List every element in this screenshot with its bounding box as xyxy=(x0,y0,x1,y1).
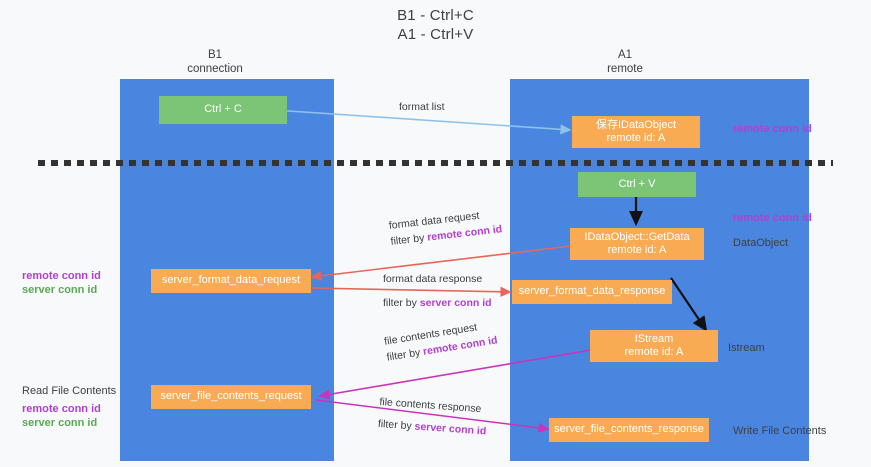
edge-label-fcresp-key: server conn id xyxy=(414,420,487,438)
node-file-req-label: server_file_contents_request xyxy=(160,390,302,403)
edge-label-format-list-line1: format list xyxy=(399,101,445,113)
annotation-dataobject-text: DataObject xyxy=(733,237,789,249)
annotation-right-remote-conn-id-top: remote conn id xyxy=(733,122,812,136)
edge-label-fdresp-prefix: filter by xyxy=(383,297,420,309)
edge-label-fdresp-line2: filter by server conn id xyxy=(383,295,492,311)
annotation-istream: Istream xyxy=(728,341,765,355)
edge-label-fdresp-key: server conn id xyxy=(419,297,492,309)
annotation-right-top-text: remote conn id xyxy=(733,123,812,135)
annotation-istream-text: Istream xyxy=(728,342,765,354)
edge-format-data-request xyxy=(310,245,572,281)
node-server-file-contents-response[interactable]: server_file_contents_response xyxy=(549,418,709,442)
annotation-right-remote-conn-id-mid: remote conn id xyxy=(733,211,812,225)
column-a1-name: A1 xyxy=(617,49,633,61)
annotation-left-server-conn-id-2: server conn id xyxy=(22,417,98,429)
node-server-format-data-request[interactable]: server_format_data_request xyxy=(151,269,311,293)
annotation-left-server-conn-id: server conn id xyxy=(22,284,98,296)
page-title: B1 - Ctrl+C A1 - Ctrl+V xyxy=(0,6,871,44)
edge-label-file-contents-response: file contents response filter by server … xyxy=(377,394,488,439)
annotation-left-conn-ids-2: remote conn id server conn id xyxy=(22,402,101,430)
node-server-format-data-response[interactable]: server_format_data_response xyxy=(512,280,672,304)
column-header-b1: B1 connection xyxy=(135,49,295,76)
annotation-right-mid-text: remote conn id xyxy=(733,212,812,224)
node-getdata-title: IDataObject::GetData xyxy=(584,230,690,243)
column-header-a1: A1 remote xyxy=(545,49,705,76)
node-istream-sub: remote id: A xyxy=(624,346,684,358)
node-idataobject-getdata[interactable]: IDataObject::GetData remote id: A xyxy=(570,228,704,260)
edge-format-list xyxy=(273,109,572,135)
edge-label-format-list: format list xyxy=(399,99,445,115)
column-b1-name: B1 xyxy=(207,49,223,61)
phase-divider xyxy=(38,160,833,166)
node-server-file-contents-request[interactable]: server_file_contents_request xyxy=(151,385,311,409)
node-save-idataobject[interactable]: 保存IDataObject remote id: A xyxy=(572,116,700,148)
annotation-left-conn-ids: remote conn id server conn id xyxy=(22,269,101,297)
node-fmt-resp-label: server_format_data_response xyxy=(518,285,666,298)
annotation-write-file-contents: Write File Contents xyxy=(733,424,826,438)
edge-file-contents-response xyxy=(315,399,550,433)
annotation-left-remote-conn-id-2: remote conn id xyxy=(22,403,101,415)
edge-label-format-data-response: format data response filter by server co… xyxy=(383,271,492,311)
title-line-1: B1 - Ctrl+C xyxy=(397,7,474,24)
node-file-resp-label: server_file_contents_response xyxy=(554,423,704,436)
title-line-2: A1 - Ctrl+V xyxy=(397,26,474,43)
annotation-left-remote-conn-id: remote conn id xyxy=(22,270,101,282)
node-ctrl-c-label: Ctrl + C xyxy=(204,103,242,116)
annotation-read-file-contents: Read File Contents xyxy=(22,384,116,398)
node-istream[interactable]: IStream remote id: A xyxy=(590,330,718,362)
node-save-idataobject-sub: remote id: A xyxy=(606,132,666,144)
node-ctrl-c[interactable]: Ctrl + C xyxy=(159,96,287,124)
edge-format-data-response xyxy=(311,286,512,297)
column-b1-role: connection xyxy=(187,62,243,75)
annotation-read-file-contents-text: Read File Contents xyxy=(22,385,117,397)
node-ctrl-v[interactable]: Ctrl + V xyxy=(578,172,696,197)
node-getdata-sub: remote id: A xyxy=(607,244,667,256)
edge-response-istream xyxy=(670,277,708,332)
node-ctrl-v-label: Ctrl + V xyxy=(618,177,656,190)
edge-label-fdresp-line1: format data response xyxy=(383,273,483,285)
annotation-dataobject: DataObject xyxy=(733,236,788,250)
edge-file-contents-request xyxy=(318,349,592,400)
node-save-idataobject-title: 保存IDataObject xyxy=(595,118,677,131)
edge-label-fcresp-prefix: filter by xyxy=(377,417,416,433)
node-fmt-req-label: server_format_data_request xyxy=(161,274,301,287)
column-a1-role: remote xyxy=(607,62,643,75)
node-istream-title: IStream xyxy=(634,332,674,345)
edge-label-fdreq-prefix: filter by xyxy=(390,231,428,248)
annotation-write-file-contents-text: Write File Contents xyxy=(733,425,827,437)
